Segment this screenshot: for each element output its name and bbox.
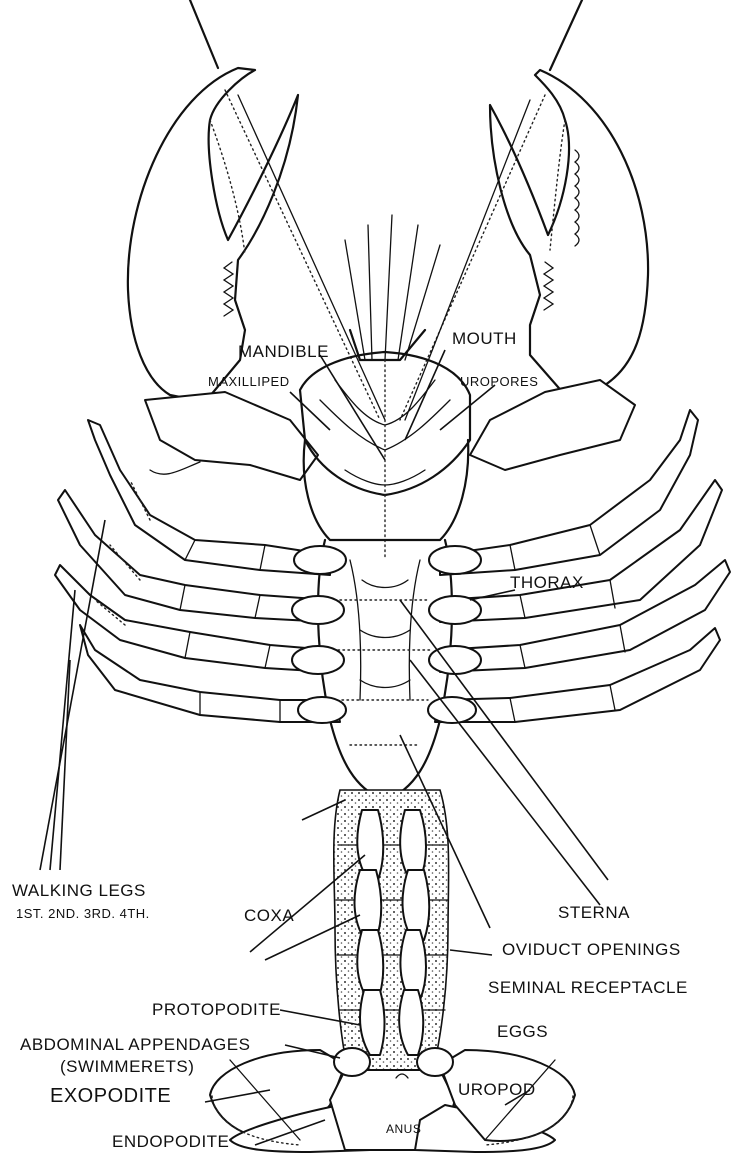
label-swimmerets: (SWIMMERETS) [60, 1057, 194, 1076]
label-mouth: MOUTH [452, 329, 517, 348]
label-coxa: COXA [244, 906, 294, 925]
label-eggs: EGGS [497, 1022, 548, 1041]
label-oviduct-openings: OVIDUCT OPENINGS [502, 940, 681, 959]
antennules [345, 215, 440, 360]
right-claw [470, 70, 648, 470]
label-seminal-receptacle: SEMINAL RECEPTACLE [488, 978, 688, 997]
label-thorax: THORAX [510, 573, 584, 592]
label-maxilliped: MAXILLIPED [208, 374, 290, 389]
label-walking-legs: WALKING LEGS [12, 881, 146, 900]
label-walking-legs-order: 1ST. 2ND. 3RD. 4TH. [16, 906, 150, 921]
label-mandible: MANDIBLE [238, 342, 329, 361]
head-region [300, 352, 470, 560]
label-abdominal-appendages: ABDOMINAL APPENDAGES [20, 1035, 250, 1054]
label-uropores: UROPORES [460, 374, 538, 389]
abdomen [334, 790, 449, 1080]
left-claw [128, 68, 318, 480]
label-sterna: STERNA [558, 903, 630, 922]
